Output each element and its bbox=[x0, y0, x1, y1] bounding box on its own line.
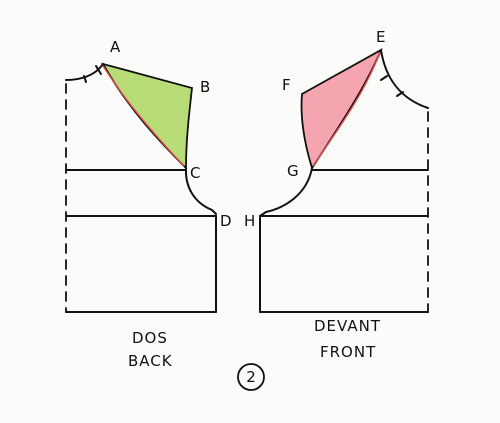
front-shoulder-wedge bbox=[300, 47, 383, 171]
back-neckline bbox=[65, 63, 104, 81]
point-label-h: H bbox=[244, 212, 255, 230]
back-armhole bbox=[184, 167, 217, 215]
step-number: 2 bbox=[246, 368, 256, 386]
front-piece bbox=[259, 47, 429, 313]
front-armhole bbox=[259, 167, 313, 217]
point-label-f: F bbox=[282, 76, 291, 94]
front-neckline bbox=[380, 49, 429, 109]
caption-back-fr: DOS bbox=[132, 329, 168, 347]
step-number-badge: 2 bbox=[237, 363, 265, 391]
back-red-trace bbox=[102, 65, 185, 167]
step-number-circle bbox=[237, 363, 265, 391]
caption-front-fr: DEVANT bbox=[314, 317, 381, 335]
back-shoulder-wedge bbox=[101, 62, 193, 171]
caption-front-en: FRONT bbox=[320, 343, 376, 361]
back-neck-notch-1 bbox=[95, 65, 102, 75]
front-neck-notch-1 bbox=[380, 75, 388, 81]
front-red-trace bbox=[312, 51, 381, 167]
point-label-d: D bbox=[220, 212, 232, 230]
point-label-b: B bbox=[200, 78, 210, 96]
back-neck-notch-2 bbox=[83, 75, 87, 83]
back-piece bbox=[65, 62, 217, 313]
point-label-g: G bbox=[287, 162, 299, 180]
point-label-e: E bbox=[376, 28, 385, 46]
front-neck-notch-2 bbox=[396, 91, 404, 97]
caption-back-en: BACK bbox=[128, 352, 173, 370]
point-label-c: C bbox=[190, 164, 200, 182]
point-label-a: A bbox=[110, 38, 121, 56]
